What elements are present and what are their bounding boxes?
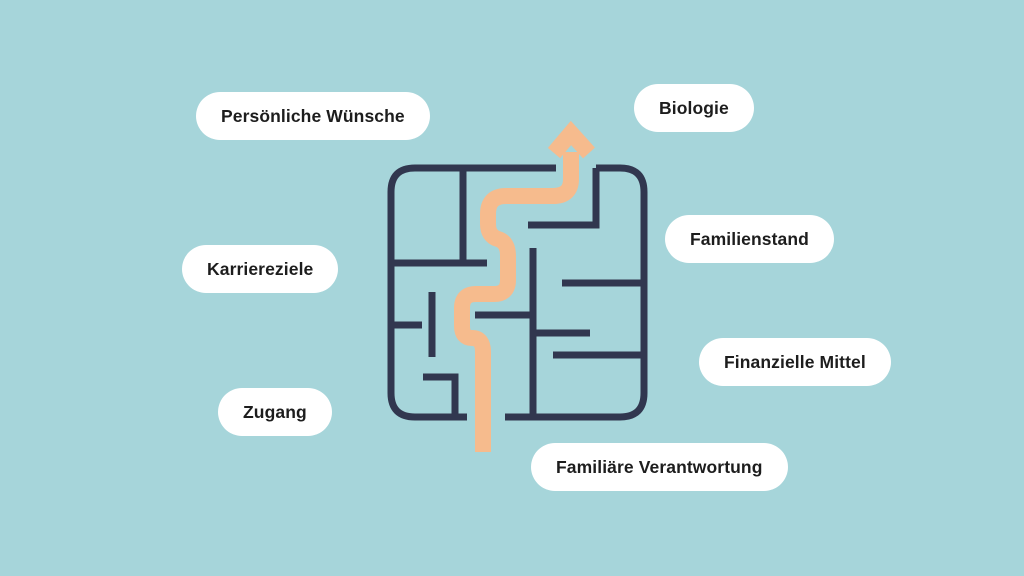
label-familienstand: Familienstand [665, 215, 834, 263]
label-persoenliche-wuensche: Persönliche Wünsche [196, 92, 430, 140]
label-finanzielle-mittel: Finanzielle Mittel [699, 338, 891, 386]
label-karriereziele: Karriereziele [182, 245, 339, 293]
label-familiaere-verantwortung: Familiäre Verantwortung [531, 443, 788, 491]
arrow-up-path-icon [454, 120, 595, 452]
label-zugang: Zugang [218, 388, 332, 436]
maze-square-icon [387, 164, 648, 421]
label-biologie: Biologie [634, 84, 754, 132]
